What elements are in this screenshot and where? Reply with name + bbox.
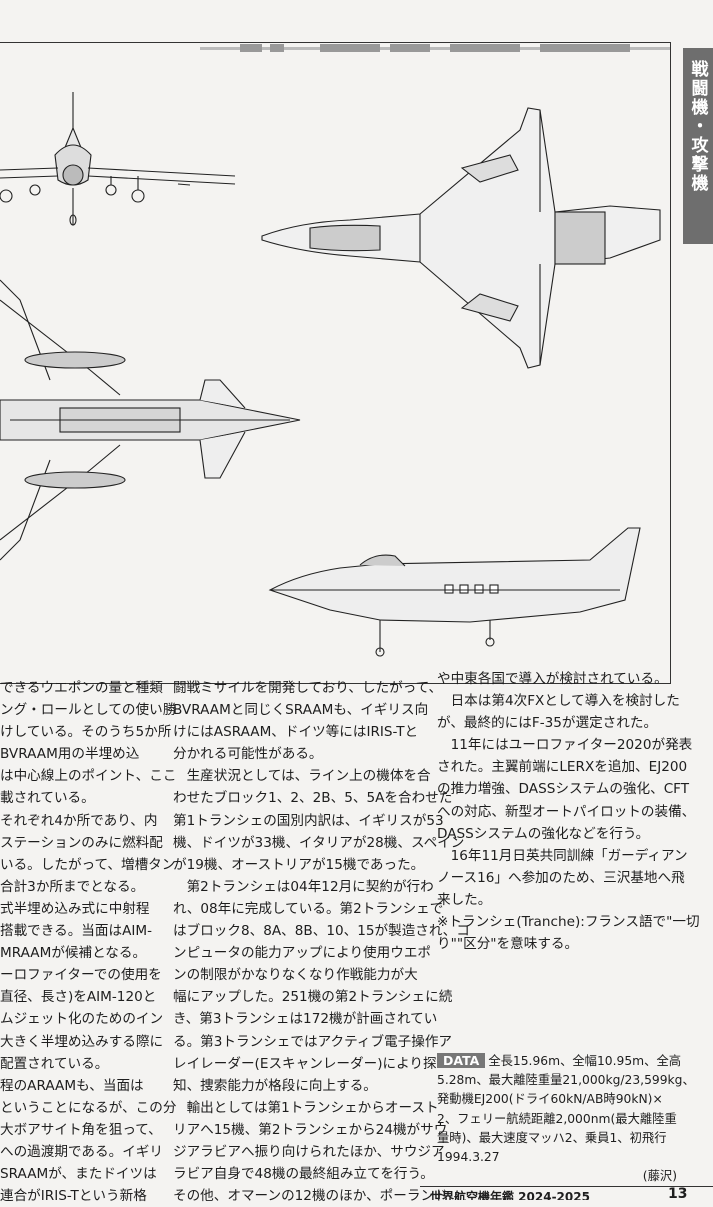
col2-line: が19機、オーストリアが15機であった。: [173, 856, 425, 873]
text-column-2: 闘戦ミサイルを開発しており、したがって、 BVRAAMと同じくSRAAMも、イギリ…: [173, 677, 470, 1207]
illustration-frame: [0, 42, 671, 684]
col1-line: は中心線上のポイント、ここ: [0, 768, 177, 785]
col1-line: けしている。そのうち5か所: [0, 724, 172, 741]
side-view-small-drawing: [268, 527, 641, 657]
col3-line: ※トランシェ(Tranche):フランス語で"一切: [437, 914, 700, 931]
col3-line: への対応、新型オートパイロットの装備、: [437, 803, 696, 820]
text-column-3: や中東各国で導入が検討されている。 日本は第4次FXとして導入を検討したが、最終…: [437, 668, 700, 955]
data-lines: 5.28m、最大離陸重量21,000kg/23,599kg、発動機EJ200(ド…: [437, 1071, 695, 1167]
col2-line: 闘戦ミサイルを開発しており、したがって、: [173, 680, 443, 696]
col2-line: 幅にアップした。251機の第2トランシェに続: [173, 989, 453, 1006]
col2-line: けにはASRAAM、ドイツ等にはIRIS-Tと: [173, 724, 419, 741]
footer-title: 世界航空機年鑑 2024-2025: [430, 1190, 590, 1200]
col2-line: BVRAAMと同じくSRAAMも、イギリス向: [173, 702, 429, 719]
col2-line: ジアラビアへ振り向けられたほか、サウジア: [173, 1143, 445, 1160]
col1-line: ング・ロールとしての使い勝: [0, 702, 177, 719]
col2-line: 知、捜索能力が格段に向上する。: [173, 1077, 377, 1094]
col2-line: ラビア自身で48機の最終組み立てを行う。: [173, 1166, 434, 1183]
data-line: 2、フェリー航続距離2,000nm(最大離陸重: [437, 1111, 677, 1126]
col2-line: リアへ15機、第2トランシェから24機がサウ: [173, 1121, 448, 1138]
data-first-line: 全長15.96m、全幅10.95m、全高: [488, 1054, 682, 1068]
data-label: DATA: [437, 1053, 486, 1068]
data-line: 1994.3.27: [437, 1150, 500, 1165]
col1-line: への過渡期である。イギリ: [0, 1143, 163, 1160]
data-author: (藤沢): [642, 1169, 677, 1184]
col2-line: ンの制限がかなりなくなり作戦能力が大: [173, 967, 418, 984]
col1-line: 大ボアサイト角を狙って、: [0, 1121, 162, 1138]
side-view-large-drawing: [0, 279, 301, 561]
page-footer: 世界航空機年鑑 2024-2025 13: [420, 1186, 713, 1200]
col3-line: が、最終的にはF-35が選定された。: [437, 715, 658, 732]
col3-line: 16年11月日英共同訓練「ガーディアン: [437, 847, 688, 864]
col2-line: き、第3トランシェは172機が計画されてい: [173, 1011, 438, 1028]
col1-line: ーロファイターでの使用を: [0, 967, 162, 984]
header-banner: [200, 40, 670, 54]
page-number: 13: [668, 1186, 688, 1200]
col2-line: 生産状況としては、ライン上の機体を合: [173, 768, 431, 785]
banner-graphic: [200, 44, 670, 52]
col3-line: り""区分"を意味する。: [437, 936, 579, 953]
front-view-drawing: [0, 92, 236, 226]
text-column-1: できるウエポンの量と種類ング・ロールとしての使い勝けしている。そのうち5か所 BV…: [0, 677, 176, 1207]
col3-line: や中東各国で導入が検討されている。: [437, 671, 668, 687]
col1-line: SRAAMが、またドイツは: [0, 1166, 157, 1183]
col3-line: 来した。: [437, 891, 492, 908]
col1-line: ムジェット化のためのイン: [0, 1011, 164, 1028]
col3-line: 日本は第4次FXとして導入を検討した: [437, 693, 680, 710]
col1-line: MRAAMが候補となる。: [0, 945, 147, 962]
col2-line: 分かれる可能性がある。: [173, 746, 323, 763]
side-tab: 戦闘機・攻撃機: [683, 48, 713, 244]
col2-line: 第1トランシェの国別内訳は、イギリスが53: [173, 812, 444, 829]
col1-line: BVRAAM用の半埋め込: [0, 746, 140, 763]
col1-line: それぞれ4か所であり、内: [0, 812, 158, 829]
col1-line: 程のARAAMも、当面は: [0, 1077, 144, 1094]
col1-line: ステーションのみに燃料配: [0, 834, 163, 851]
data-line: 量時)、最大速度マッハ2、乗員1、初飛行: [437, 1130, 667, 1145]
col2-line: はブロック8、8A、8B、10、15が製造され、コ: [173, 923, 470, 940]
col2-line: レイレーダー(Eスキャンレーダー)により探: [173, 1055, 437, 1072]
col1-line: いる。したがって、増槽タン: [0, 856, 176, 873]
col1-line: ということになるが、この分: [0, 1099, 177, 1116]
col2-line: わせたブロック1、2、2B、5、5Aを合わせた: [173, 790, 453, 807]
col2-line: ンピュータの能力アップにより使用ウエポ: [173, 945, 432, 962]
col1-line: 載されている。: [0, 790, 95, 807]
col3-line: DASSシステムの強化などを行う。: [437, 825, 650, 842]
col2-line: 機、ドイツが33機、イタリアが28機、スペイン: [173, 834, 465, 851]
col3-line: ノース16」へ参加のため、三沢基地へ飛: [437, 869, 685, 886]
aircraft-drawings: [0, 92, 661, 657]
col3-line: の推力増強、DASSシステムの強化、CFT: [437, 781, 690, 798]
top-view-drawing: [261, 107, 661, 369]
col1-line: 配置されている。: [0, 1055, 109, 1072]
col1-line: 直径、長さ)をAIM-120と: [0, 989, 157, 1006]
data-line: 5.28m、最大離陸重量21,000kg/23,599kg、: [437, 1073, 695, 1088]
col1-line: できるウエポンの量と種類: [0, 680, 163, 696]
col1-line: 式半埋め込み式に中射程: [0, 900, 150, 917]
col2-line: 輸出としては第1トランシェからオースト: [173, 1099, 439, 1116]
col1-line: 大きく半埋め込みする際に: [0, 1033, 164, 1050]
col1-line: 搭載できる。当面はAIM-: [0, 923, 153, 940]
data-line: 発動機EJ200(ドライ60kN/AB時90kN)×: [437, 1092, 663, 1107]
col1-line: 連合がIRIS-Tという新格: [0, 1188, 147, 1205]
col3-line: 11年にはユーロファイター2020が発表: [437, 737, 693, 754]
col1-line: 合計3か所までとなる。: [0, 878, 145, 895]
col2-line: れ、08年に完成している。第2トランシェで: [173, 900, 444, 917]
col2-line: 第2トランシェは04年12月に契約が行わ: [173, 878, 434, 895]
col2-line: る。第3トランシェではアクティブ電子操作ア: [173, 1033, 453, 1050]
col3-line: された。主翼前端にLERXを追加、EJ200: [437, 759, 688, 776]
